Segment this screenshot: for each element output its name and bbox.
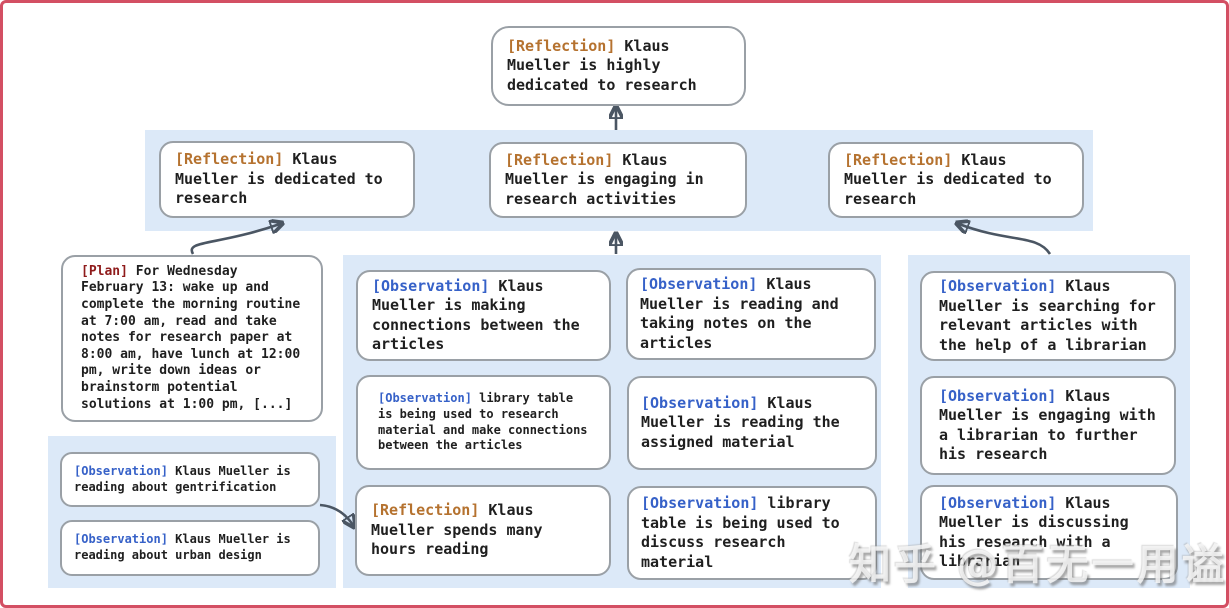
node-observation-making-connections: [Observation]Klaus Mueller is making con… (356, 270, 611, 361)
memory-text: Klaus Mueller is dedicated to research (844, 150, 1052, 208)
node-reflection-middle: [Reflection]Klaus Mueller is engaging in… (489, 142, 747, 218)
memory-type-tag: [Observation] (939, 386, 1057, 405)
memory-type-tag: [Observation] (641, 494, 759, 512)
node-reflection-left: [Reflection]Klaus Mueller is dedicated t… (159, 141, 415, 218)
memory-type-tag: [Reflection] (505, 150, 614, 169)
memory-type-tag: [Observation] (378, 391, 472, 406)
memory-type-tag: [Plan] (81, 263, 128, 279)
node-observation-gentrification: [Observation]Klaus Mueller is reading ab… (60, 452, 320, 507)
memory-type-tag: [Observation] (74, 532, 168, 547)
node-observation-searching-articles: [Observation]Klaus Mueller is searching … (920, 271, 1176, 361)
memory-text: library table is being used to research … (378, 391, 588, 453)
memory-text: Klaus Mueller is reading about urban des… (74, 532, 291, 562)
node-observation-engaging-librarian: [Observation]Klaus Mueller is engaging w… (920, 376, 1176, 475)
memory-text: Klaus Mueller is dedicated to research (175, 150, 383, 208)
memory-type-tag: [Observation] (641, 393, 759, 412)
node-reflection-root: [Reflection]Klaus Mueller is highly dedi… (491, 26, 746, 106)
memory-text: Klaus Mueller is engaging with a librari… (939, 386, 1156, 464)
memory-text: Klaus Mueller is reading the assigned ma… (641, 393, 840, 451)
memory-type-tag: [Reflection] (507, 36, 616, 55)
node-observation-library-research: [Observation]library table is being used… (356, 375, 611, 470)
memory-type-tag: [Observation] (74, 463, 168, 478)
memory-text: Klaus Mueller is searching for relevant … (939, 277, 1156, 354)
watermark-zhihu: 知乎 @百无一用谥书生 (849, 540, 1227, 589)
memory-type-tag: [Reflection] (844, 150, 953, 169)
memory-text: Klaus Mueller is reading about gentrific… (74, 463, 291, 494)
node-reflection-right: [Reflection]Klaus Mueller is dedicated t… (828, 142, 1084, 218)
memory-type-tag: [Observation] (640, 275, 758, 293)
memory-text: Klaus Mueller is making connections betw… (372, 276, 580, 354)
memory-text: Klaus Mueller is engaging in research ac… (505, 150, 704, 208)
node-observation-assigned-material: [Observation]Klaus Mueller is reading th… (627, 376, 877, 470)
node-observation-library-discuss: [Observation]library table is being used… (627, 486, 877, 580)
memory-type-tag: [Observation] (939, 277, 1057, 295)
node-reflection-hours-reading: [Reflection]Klaus Mueller spends many ho… (355, 485, 611, 576)
memory-type-tag: [Observation] (939, 493, 1057, 512)
node-observation-discussing-research: [Observation]Klaus Mueller is discussing… (920, 485, 1178, 580)
node-plan: [Plan]For Wednesday February 13: wake up… (61, 255, 323, 422)
memory-type-tag: [Observation] (372, 276, 490, 295)
memory-text: Klaus Mueller is highly dedicated to res… (507, 36, 697, 94)
memory-text: Klaus Mueller is reading and taking note… (640, 275, 839, 352)
memory-text: Klaus Mueller spends many hours reading (371, 501, 543, 559)
node-observation-urban-design: [Observation]Klaus Mueller is reading ab… (60, 520, 320, 576)
memory-text: For Wednesday February 13: wake up and c… (81, 263, 301, 412)
memory-text: library table is being used to discuss r… (641, 494, 840, 571)
memory-type-tag: [Reflection] (371, 501, 480, 520)
memory-type-tag: [Reflection] (175, 150, 284, 169)
memory-text: Klaus Mueller is discussing his research… (939, 493, 1129, 571)
node-observation-taking-notes: [Observation]Klaus Mueller is reading an… (626, 268, 876, 360)
